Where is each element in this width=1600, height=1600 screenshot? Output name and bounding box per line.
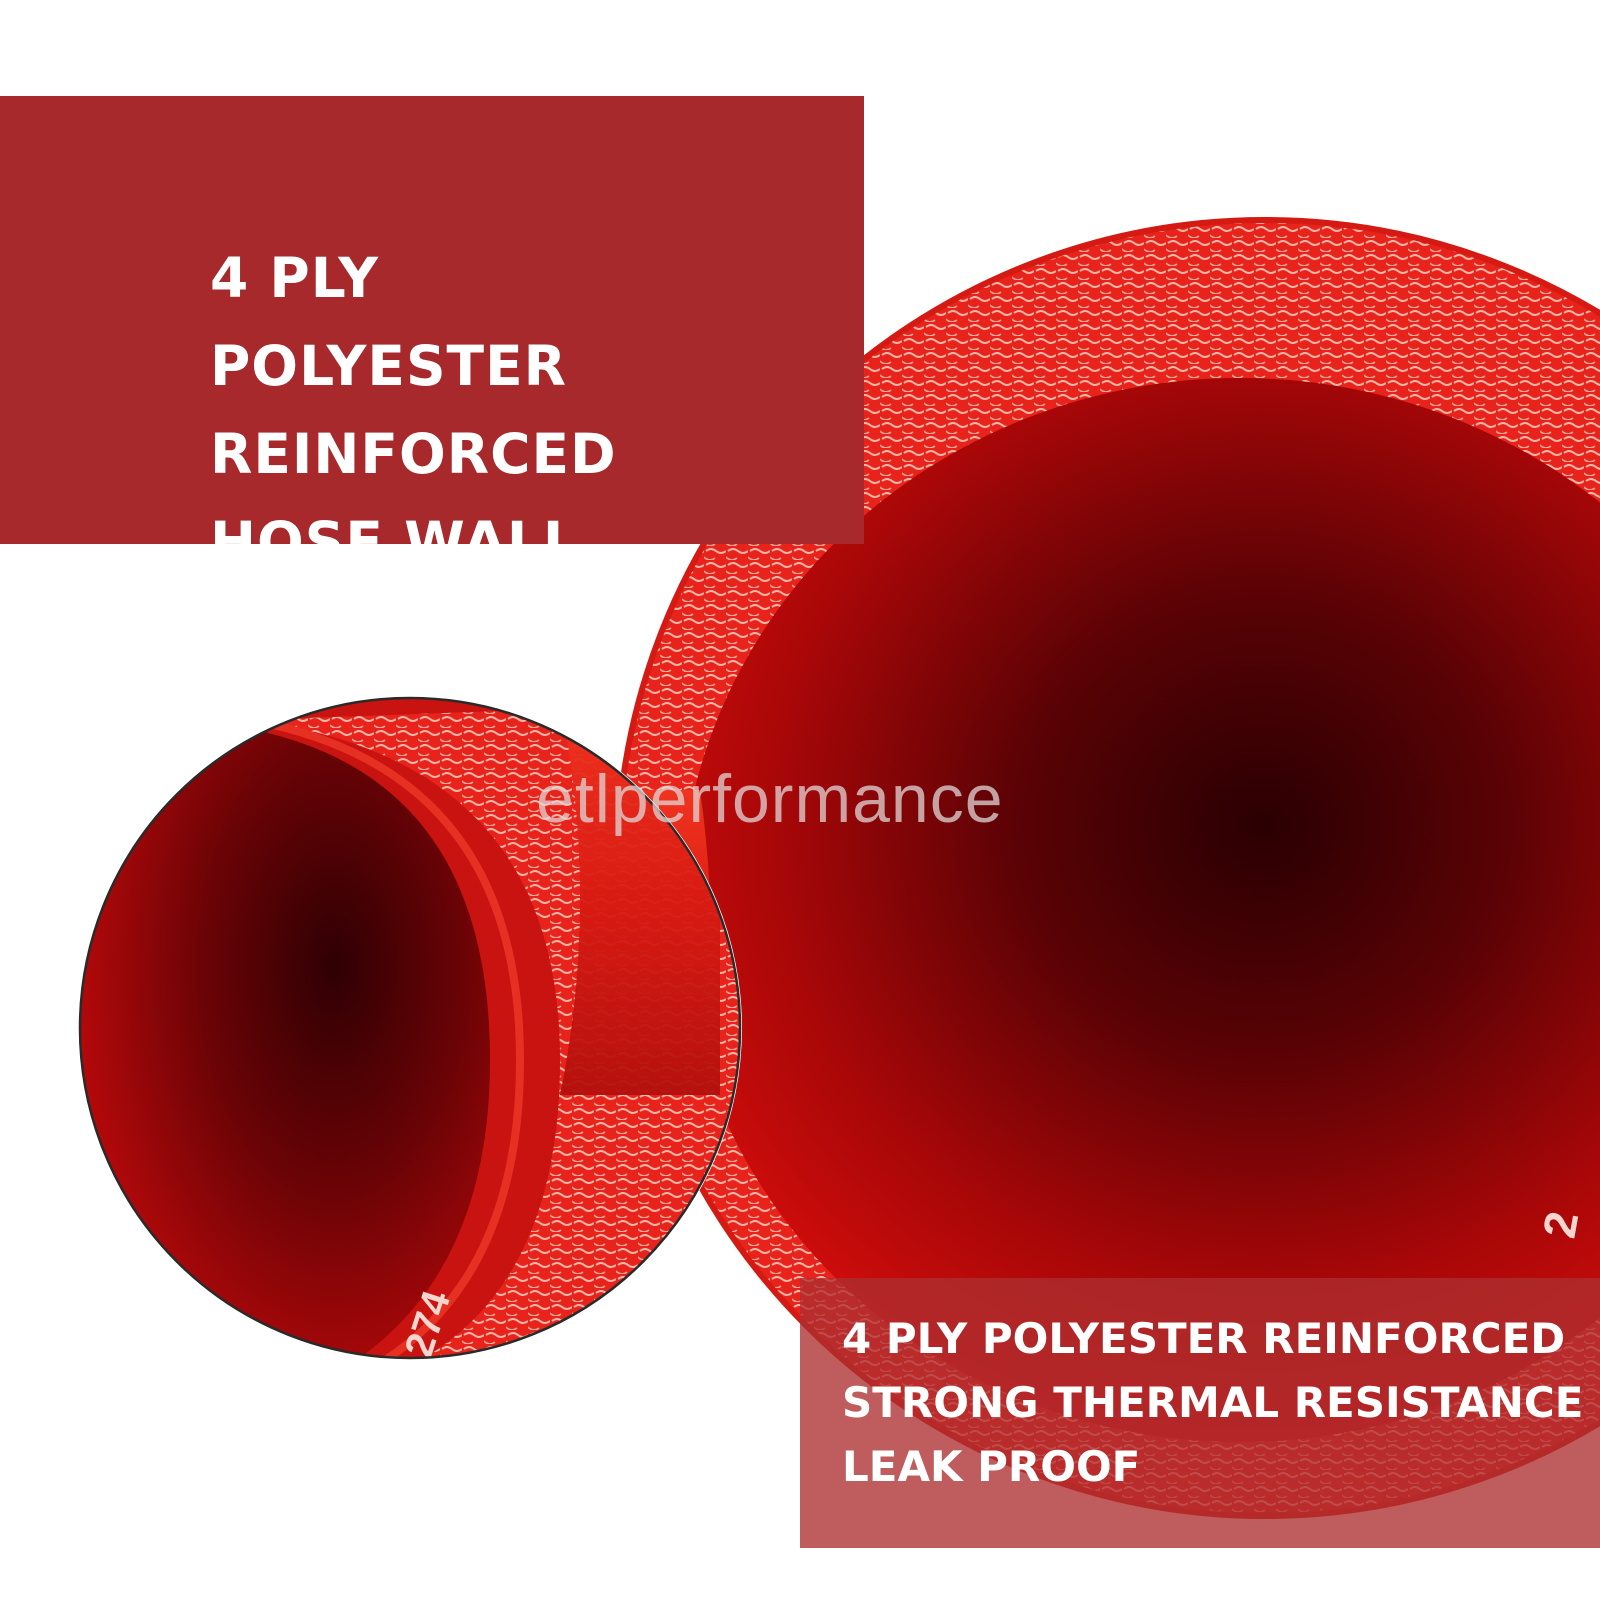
feature-line-1: 4 PLY POLYESTER REINFORCED: [842, 1314, 1566, 1363]
small-hose-inset: 274: [78, 696, 742, 1360]
title-line-4: HOSE WALL: [210, 510, 579, 574]
watermark: etlperformance: [536, 761, 1004, 837]
title-line-1: 4 PLY: [210, 246, 380, 310]
title-panel: 4 PLY POLYESTER REINFORCED HOSE WALL: [0, 96, 864, 574]
large-hose-end: 2: [614, 217, 1600, 1519]
feature-line-2: STRONG THERMAL RESISTANCE: [842, 1378, 1584, 1427]
feature-panel: 4 PLY POLYESTER REINFORCED STRONG THERMA…: [800, 1278, 1600, 1548]
title-line-2: POLYESTER: [210, 334, 567, 398]
feature-line-3: LEAK PROOF: [842, 1442, 1141, 1491]
title-line-3: REINFORCED: [210, 422, 617, 486]
